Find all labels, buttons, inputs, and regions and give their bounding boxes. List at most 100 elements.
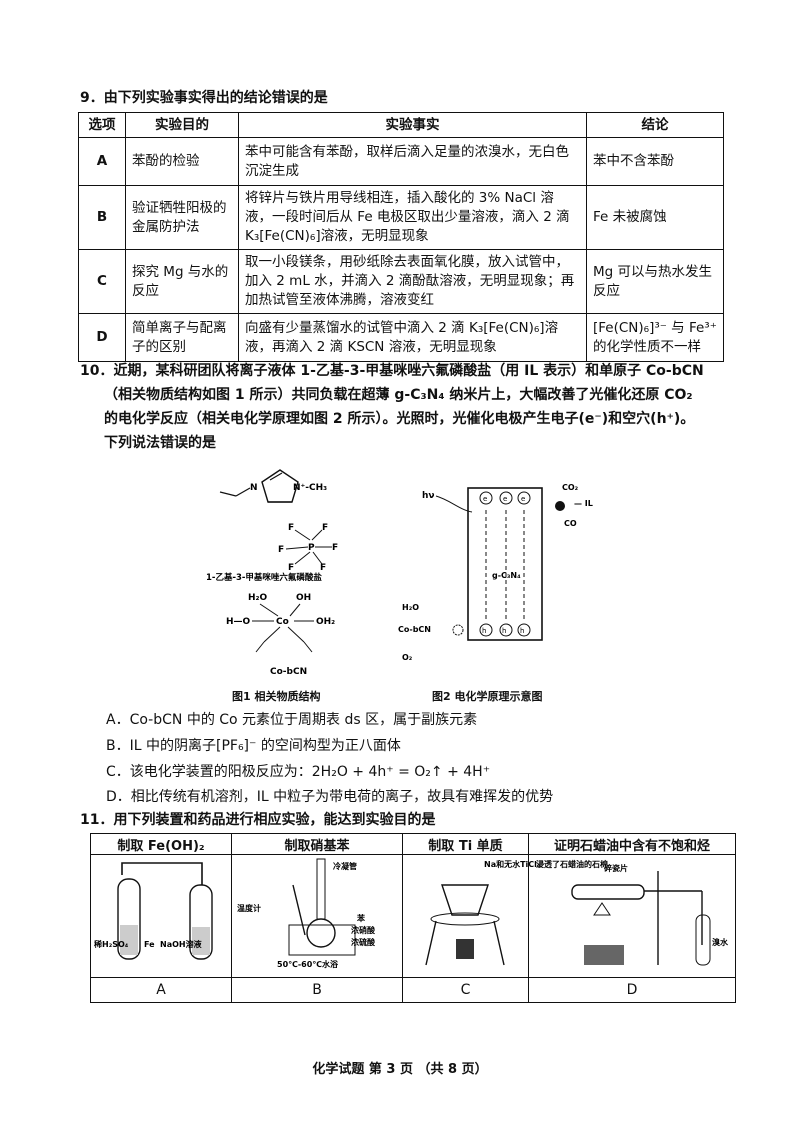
label-na-ticl4: Na和无水TiCl₄: [484, 859, 541, 869]
svg-text:F: F: [288, 563, 294, 573]
q11-letter-a: A: [90, 977, 232, 1003]
label-fe: Fe: [144, 940, 155, 949]
label-paraffin-asbestos: 浸透了石蜡油的石棉: [536, 859, 608, 869]
svg-text:H₂O: H₂O: [248, 593, 267, 603]
svg-text:h: h: [502, 627, 506, 635]
svg-text:e: e: [483, 495, 487, 503]
q9-option: A: [78, 137, 126, 186]
label-water-bath: 50℃-60℃水浴: [277, 959, 339, 969]
apparatus-b: 冷凝管 温度计 苯 浓硝酸 浓硫酸 50℃-60℃水浴: [231, 854, 403, 978]
q9-fact: 向盛有少量蒸馏水的试管中滴入 2 滴 K₃[Fe(CN)₆]溶液，再滴入 2 滴…: [238, 313, 587, 362]
svg-text:O₂: O₂: [402, 653, 413, 662]
svg-text:e: e: [503, 495, 507, 503]
q10-option-c: C．该电化学装置的阳极反应为：2H₂O + 4h⁺ = O₂↑ + 4H⁺: [106, 764, 491, 780]
q9-fact: 将锌片与铁片用导线相连，插入酸化的 3% NaCl 溶液，一段时间后从 Fe 电…: [238, 185, 587, 250]
q9-conclusion: 苯中不含苯酚: [586, 137, 724, 186]
svg-text:e: e: [521, 495, 525, 503]
q11-title: 11．用下列装置和药品进行相应实验，能达到实验目的是: [80, 812, 436, 828]
q9-header-row: 选项 实验目的 实验事实 结论: [78, 112, 724, 138]
svg-text:hν: hν: [422, 491, 435, 501]
q10-option-b: B．IL 中的阴离子[PF₆]⁻ 的空间构型为正八面体: [106, 738, 401, 754]
q10-line2: （相关物质结构如图 1 所示）共同负载在超薄 g-C₃N₄ 纳米片上，大幅改善了…: [104, 387, 693, 403]
q10-line1: 10．近期，某科研团队将离子液体 1-乙基-3-甲基咪唑六氟磷酸盐（用 IL 表…: [80, 363, 704, 379]
q9-aim: 简单离子与配离子的区别: [125, 313, 239, 362]
q11-header-b: 制取硝基苯: [231, 833, 403, 855]
label-naoh: NaOH溶液: [160, 939, 202, 949]
fig1-caption: 图1 相关物质结构: [232, 690, 321, 703]
label-bromine-water: 溴水: [712, 937, 729, 947]
apparatus-b-drawing: 冷凝管 温度计 苯 浓硝酸 浓硫酸 50℃-60℃水浴: [237, 858, 376, 969]
svg-text:CO: CO: [564, 519, 577, 528]
label-conc-h2so4: 浓硫酸: [351, 937, 376, 947]
q9-aim: 苯酚的检验: [125, 137, 239, 186]
apparatus-c: Na和无水TiCl₄: [402, 854, 541, 978]
label-benzene: 苯: [356, 913, 366, 923]
table-row: B 验证牺牲阳极的金属防护法 将锌片与铁片用导线相连，插入酸化的 3% NaCl…: [78, 185, 724, 250]
q9-header-option: 选项: [78, 112, 126, 138]
q11-letter-row: A B C D: [90, 977, 736, 1003]
q11-header-a: 制取 Fe(OH)₂: [90, 833, 232, 855]
table-row: D 简单离子与配离子的区别 向盛有少量蒸馏水的试管中滴入 2 滴 K₃[Fe(C…: [78, 313, 724, 362]
q9-header-conclusion: 结论: [586, 112, 724, 138]
apparatus-d: 浸透了石蜡油的石棉 碎瓷片 溴水: [528, 854, 736, 978]
q9-title: 9．由下列实验事实得出的结论错误的是: [80, 90, 328, 106]
label-conc-hno3: 浓硝酸: [351, 925, 376, 935]
q11-apparatus-row: 稀H₂SO₄ Fe NaOH溶液 冷凝管 温度计 苯 浓硝酸 浓硫酸 50℃-6…: [90, 854, 736, 978]
q11-header-row: 制取 Fe(OH)₂ 制取硝基苯 制取 Ti 单质 证明石蜡油中含有不饱和烃: [90, 833, 736, 855]
fig1-co-label: Co-bCN: [270, 667, 307, 677]
q9-aim: 验证牺牲阳极的金属防护法: [125, 185, 239, 250]
svg-text:h: h: [520, 627, 524, 635]
figure-1-structures: N N⁺-CH₃ P F F F F F F 1-乙基-3-甲基咪唑六氟磷酸盐 …: [206, 469, 338, 677]
svg-text:N: N: [250, 483, 258, 493]
table-row: A 苯酚的检验 苯中可能含有苯酚，取样后滴入足量的浓溴水，无白色沉淀生成 苯中不…: [78, 137, 724, 186]
svg-text:OH₂: OH₂: [316, 617, 335, 627]
q9-conclusion: Mg 可以与热水发生反应: [586, 249, 724, 314]
q9-aim: 探究 Mg 与水的反应: [125, 249, 239, 314]
svg-text:F: F: [288, 523, 294, 533]
q11-table: 制取 Fe(OH)₂ 制取硝基苯 制取 Ti 单质 证明石蜡油中含有不饱和烃 稀…: [90, 833, 736, 1003]
svg-text:Co: Co: [276, 617, 289, 627]
svg-text:N⁺-CH₃: N⁺-CH₃: [293, 483, 327, 493]
apparatus-d-drawing: 浸透了石蜡油的石棉 碎瓷片 溴水: [536, 859, 729, 966]
q10-option-d: D．相比传统有机溶剂，IL 中粒子为带电荷的离子，故具有难挥发的优势: [106, 789, 554, 805]
q11-letter-b: B: [231, 977, 403, 1003]
q9-option: C: [78, 249, 126, 314]
fig2-caption: 图2 电化学原理示意图: [432, 690, 543, 703]
q9-conclusion: Fe 未被腐蚀: [586, 185, 724, 250]
q10-line4: 下列说法错误的是: [104, 435, 216, 451]
svg-text:F: F: [278, 545, 284, 555]
q11-header-d: 证明石蜡油中含有不饱和烃: [528, 833, 736, 855]
q9-table: 选项 实验目的 实验事实 结论 A 苯酚的检验 苯中可能含有苯酚，取样后滴入足量…: [78, 112, 724, 362]
page-footer: 化学试题 第 3 页 （共 8 页）: [312, 1062, 488, 1077]
svg-text:F: F: [322, 523, 328, 533]
q9-header-aim: 实验目的: [125, 112, 239, 138]
q10-option-a: A．Co-bCN 中的 Co 元素位于周期表 ds 区，属于副族元素: [106, 712, 478, 728]
q9-fact: 取一小段镁条，用砂纸除去表面氧化膜，放入试管中，加入 2 mL 水，并滴入 2 …: [238, 249, 587, 314]
apparatus-a-drawing: 稀H₂SO₄ Fe NaOH溶液: [94, 862, 213, 960]
q10-line3: 的电化学反应（相关电化学原理如图 2 所示）。光照时，光催化电极产生电子(e⁻)…: [104, 411, 695, 427]
svg-text:g-C₃N₄: g-C₃N₄: [492, 571, 521, 580]
svg-text:— IL: — IL: [574, 499, 593, 508]
svg-text:CO₂: CO₂: [562, 483, 579, 492]
label-thermometer: 温度计: [237, 903, 261, 913]
q9-option: B: [78, 185, 126, 250]
q9-fact: 苯中可能含有苯酚，取样后滴入足量的浓溴水，无白色沉淀生成: [238, 137, 587, 186]
svg-text:h: h: [482, 627, 486, 635]
label-porcelain-chips: 碎瓷片: [604, 863, 628, 873]
svg-text:F: F: [320, 563, 326, 573]
label-condenser: 冷凝管: [333, 861, 357, 871]
q11-letter-d: D: [528, 977, 736, 1003]
svg-text:P: P: [308, 543, 315, 553]
q9-header-fact: 实验事实: [238, 112, 587, 138]
svg-text:F: F: [332, 543, 338, 553]
svg-text:Co-bCN: Co-bCN: [398, 625, 431, 634]
q11-letter-c: C: [402, 977, 529, 1003]
figure-2-diagram: hν e e e g-C₃N₄ h h h CO₂ — IL CO H₂O Co…: [398, 483, 593, 662]
svg-text:H₂O: H₂O: [402, 603, 419, 612]
svg-text:H—O: H—O: [226, 617, 251, 627]
apparatus-c-drawing: Na和无水TiCl₄: [425, 859, 541, 966]
q11-header-c: 制取 Ti 单质: [402, 833, 529, 855]
apparatus-a: 稀H₂SO₄ Fe NaOH溶液: [90, 854, 232, 978]
fig1-il-label: 1-乙基-3-甲基咪唑六氟磷酸盐: [206, 572, 322, 583]
